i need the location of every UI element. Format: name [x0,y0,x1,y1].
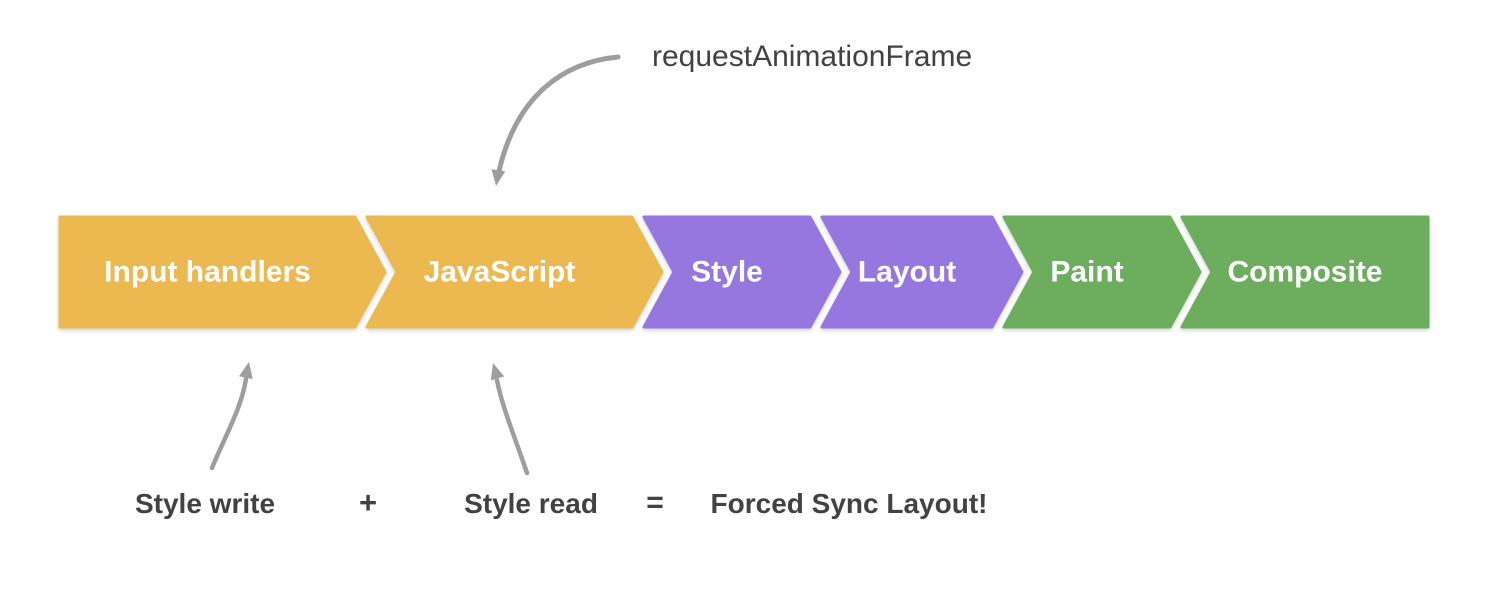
style-write-up-arrow [209,362,253,471]
pipeline-segment-label-input-handlers: Input handlers [104,256,311,289]
plus-sign: + [358,485,378,520]
annotation-arrows [209,54,621,476]
style-write-label: Style write [134,488,276,519]
raf-curved-arrow [491,54,621,186]
pipeline-segment-style [642,215,842,329]
pipeline-segment-layout [820,215,1024,329]
pipeline-segment-input-handlers [58,215,387,329]
request-animation-frame-label: requestAnimationFrame [652,40,973,73]
style-read-label: Style read [464,488,598,519]
style-read-up-arrow [490,363,530,476]
pipeline-segment-label-style: Style [691,256,763,289]
pipeline-segment-paint [1002,215,1202,329]
pipeline-segment-label-paint: Paint [1050,256,1123,289]
pipeline-segment-javascript [365,215,664,329]
pipeline-segment-label-javascript: JavaScript [424,256,576,289]
forced-sync-layout-label: Forced Sync Layout! [710,488,988,519]
pipeline-segment-label-layout: Layout [858,256,956,289]
pipeline-segments: Input handlers JavaScript Style Layout Paint… [58,215,1430,329]
equals-sign: = [646,486,664,519]
pipeline-segment-composite [1180,215,1430,329]
pipeline-segment-label-composite: Composite [1227,256,1382,289]
